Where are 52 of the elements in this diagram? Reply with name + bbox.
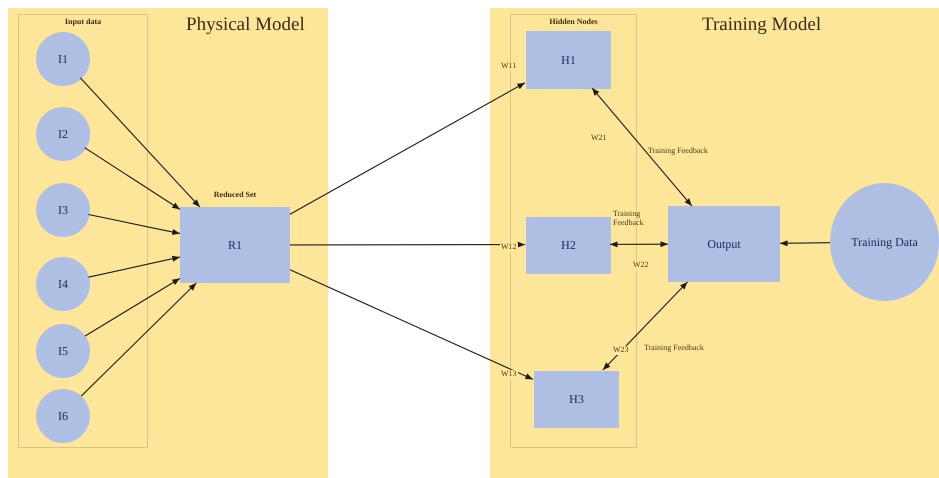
model-panel [490,8,939,478]
arrow [602,282,688,370]
process-box [526,217,611,274]
node-label: I2 [58,126,68,142]
panel-title: Physical Model [186,14,305,36]
edge-label: W23 [612,346,630,355]
arrow [592,88,692,206]
node-label: H2 [561,238,576,253]
node-label: Output [707,236,741,252]
edge-label: W22 [632,261,650,270]
node-label: I1 [58,52,68,66]
arrow [290,242,525,248]
arrow [84,278,180,336]
arrow [84,147,180,210]
group-title: Input data [64,17,102,26]
edge-label: W13 [500,370,518,379]
node-label: H1 [561,52,576,68]
node-label: I4 [58,276,68,292]
edge-label: W21 [590,134,608,143]
circle-node [36,324,90,378]
box-heading: Reduced Set [212,190,258,199]
group-title: Hidden Nodes [548,17,599,26]
arrow [780,240,830,246]
circle-node [36,107,90,161]
process-box [534,371,619,428]
arrow [80,77,200,208]
circle-node [36,257,90,311]
process-box [668,206,780,282]
process-box [526,31,611,89]
edge-label: W11 [500,62,518,71]
node-label: I5 [58,344,68,358]
circle-node [36,32,90,86]
annotation-text: Training Feedback [613,210,645,228]
arrow [88,214,180,235]
circle-node [36,389,90,443]
arrow [290,269,534,380]
arrow [610,241,668,248]
node-label: I3 [58,202,68,218]
model-panel [8,8,328,478]
node-label: Training Data [851,234,918,250]
arrow [290,82,526,215]
node-label: R1 [228,238,242,252]
group-frame [18,14,148,448]
node-label: I6 [58,408,68,424]
edge-label: W12 [500,243,518,252]
arrow [88,256,180,278]
annotation-text: Training Feedback [644,344,704,353]
circle-node [36,183,90,237]
node-label: H3 [569,392,584,407]
arrow [80,282,197,396]
annotation-text: Training Feedback [648,147,708,156]
panel-title: Training Model [702,14,822,36]
